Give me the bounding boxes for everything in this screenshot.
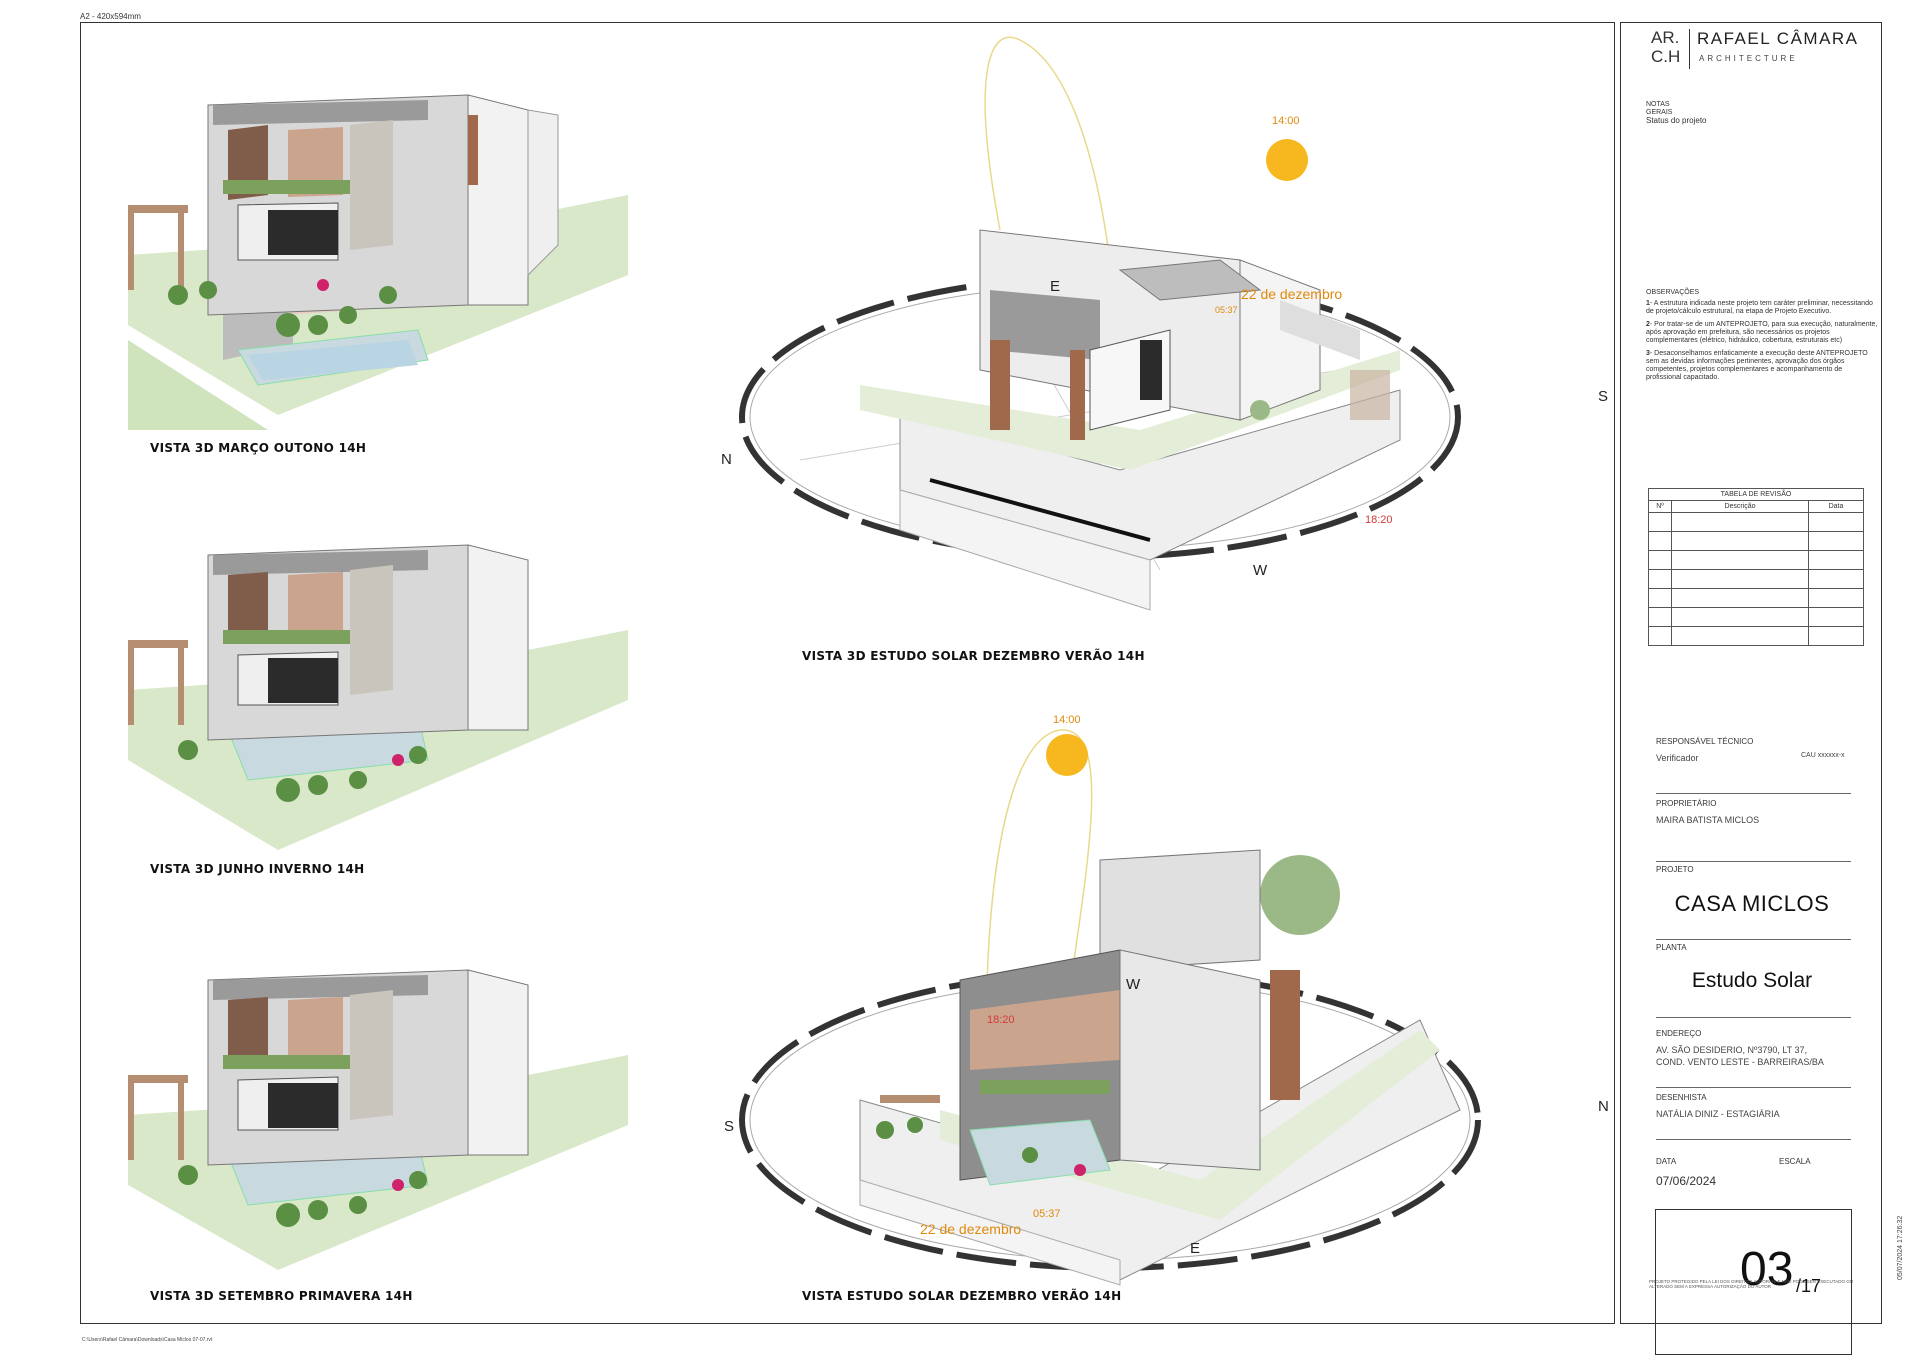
caption-winter: VISTA 3D JUNHO INVERNO 14H [150,862,365,876]
compass-n: N [1598,1098,1609,1115]
observations: OBSERVAÇÕES 1- A estrutura indicada nest… [1646,289,1878,381]
print-stamp: 05/07/2024 17:26:32 [1897,1215,1904,1280]
compass-s: S [724,1118,735,1135]
divider [1656,1017,1851,1018]
compass-e: E [1050,278,1061,295]
sunset-time-label: 18:20 [1365,514,1393,526]
revision-col-desc: Descrição [1671,500,1809,513]
divider [1656,939,1851,940]
solar-date-label: 22 de dezembro [920,1221,1022,1237]
caption-autumn: VISTA 3D MARÇO OUTONO 14H [150,441,367,455]
resp-label: RESPONSÁVEL TÉCNICO [1656,737,1754,746]
address-line-2: COND. VENTO LESTE - BARREIRAS/BA [1656,1057,1824,1067]
scale-label: ESCALA [1779,1157,1811,1166]
caption-solar-top: VISTA 3D ESTUDO SOLAR DEZEMBRO VERÃO 14H [802,649,1145,663]
revision-row [1648,531,1864,551]
revision-row [1648,626,1864,646]
revision-col-date: Data [1808,500,1864,513]
notes-label: NOTAS GERAIS Status do projeto [1646,101,1707,125]
revision-title: TABELA DE REVISÃO [1648,488,1864,501]
revision-row [1648,512,1864,532]
address-line-1: AV. SÃO DESIDERIO, Nº3790, LT 37, [1656,1045,1808,1055]
owner-label: PROPRIETÁRIO [1656,799,1717,808]
title-block: AR. C.H RAFAEL CÂMARA ARCHITECTURE NOTAS… [1620,22,1882,1355]
house-render-winter [128,530,628,860]
sun-time-label: 14:00 [1053,714,1081,726]
revision-table: TABELA DE REVISÃO Nº Descrição Data [1648,488,1864,646]
date-value: 07/06/2024 [1656,1174,1717,1188]
compass-n: N [721,451,732,468]
sun-icon [1266,139,1308,181]
compass-w: W [1126,976,1141,993]
sunset-time-label: 18:20 [987,1014,1015,1026]
sunrise-time-label: 05:37 [1215,305,1238,315]
project-label: PROJETO [1656,865,1694,874]
compass-s: S [1598,388,1609,405]
plan-name: Estudo Solar [1691,969,1813,992]
sun-icon [1046,734,1088,776]
date-label: DATA [1656,1157,1677,1166]
sheet-number: 03 [1740,1243,1794,1296]
house-render-spring [128,965,628,1275]
sun-time-label: 14:00 [1272,115,1300,127]
revision-row [1648,550,1864,570]
compass-e: E [1190,1240,1201,1257]
sheet-size-label: A2 - 420x594mm [80,12,141,21]
caption-solar-bottom: VISTA ESTUDO SOLAR DEZEMBRO VERÃO 14H [802,1289,1122,1303]
divider [1656,793,1851,794]
divider [1656,1139,1851,1140]
compass-w: W [1253,562,1268,579]
divider [1656,861,1851,862]
logo-divider [1689,29,1690,69]
resp-cau: CAU xxxxxx-x [1801,752,1845,759]
revision-row [1648,569,1864,589]
house-render-autumn [128,85,628,430]
firm-subtitle: ARCHITECTURE [1699,54,1798,63]
revision-row [1648,588,1864,608]
revision-col-num: Nº [1648,500,1672,513]
caption-spring: VISTA 3D SETEMBRO PRIMAVERA 14H [150,1289,413,1303]
firm-name: RAFAEL CÂMARA [1697,29,1859,48]
plan-label: PLANTA [1656,943,1687,952]
sunrise-time-label: 05:37 [1033,1208,1061,1220]
divider [1656,1087,1851,1088]
firm-logo: AR. C.H [1651,28,1681,66]
legal-note: PROJETO PROTEGIDO PELA LEI DOS DIREITOS … [1649,1279,1853,1289]
solar-study-top: N S E W 14:00 22 de dezembro 18:20 05:37 [700,30,1620,630]
resp-role: Verificador [1656,753,1699,763]
drawer-label: DESENHISTA [1656,1093,1707,1102]
address-label: ENDEREÇO [1656,1029,1702,1038]
solar-date-label: 22 de dezembro [1241,286,1343,302]
sheet-total: /17 [1796,1276,1822,1296]
revision-row [1648,607,1864,627]
drawing-frame [80,22,1615,1324]
owner-name: MAIRA BATISTA MICLOS [1656,815,1760,825]
drawer-name: NATÁLIA DINIZ - ESTAGIÁRIA [1656,1109,1780,1119]
project-name: CASA MICLOS [1674,891,1830,916]
file-path: C:\Users\Rafael Câmara\Downloads\Casa Mi… [82,1337,213,1343]
solar-study-bottom: S N E W 14:00 22 de dezembro 18:20 05:37 [700,700,1620,1290]
sheet-number-box: 03 /17 [1655,1209,1852,1355]
